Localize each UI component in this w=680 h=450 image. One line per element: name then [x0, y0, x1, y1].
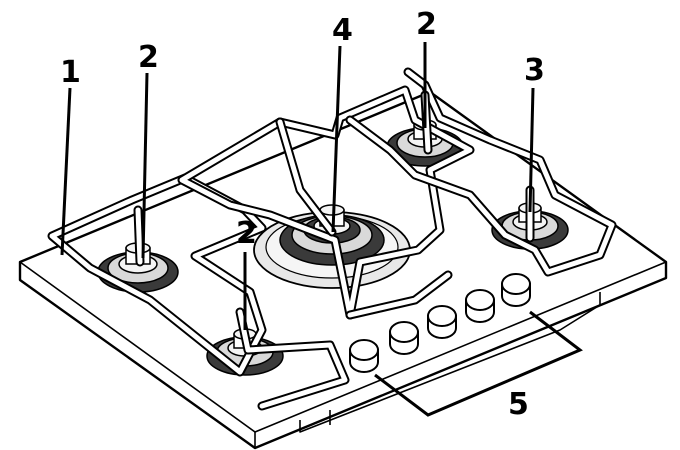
callout-burner-center: 4	[332, 13, 353, 48]
callout-burner-back-right: 2	[416, 7, 437, 42]
callout-burner-right: 3	[524, 53, 545, 88]
knob-1[interactable]	[349, 339, 379, 373]
knob-4[interactable]	[465, 289, 495, 323]
burner-left	[97, 242, 179, 293]
control-knobs	[349, 273, 531, 373]
knob-2[interactable]	[389, 321, 419, 355]
callout-burner-left: 2	[138, 40, 159, 75]
knob-3[interactable]	[427, 305, 457, 339]
callout-hob: 1	[60, 55, 81, 90]
callout-knobs: 5	[508, 387, 529, 422]
knob-5[interactable]	[501, 273, 531, 307]
pan-support-left	[47, 173, 350, 411]
leader-lines	[60, 42, 583, 417]
callout-burner-front-left: 2	[236, 216, 257, 251]
